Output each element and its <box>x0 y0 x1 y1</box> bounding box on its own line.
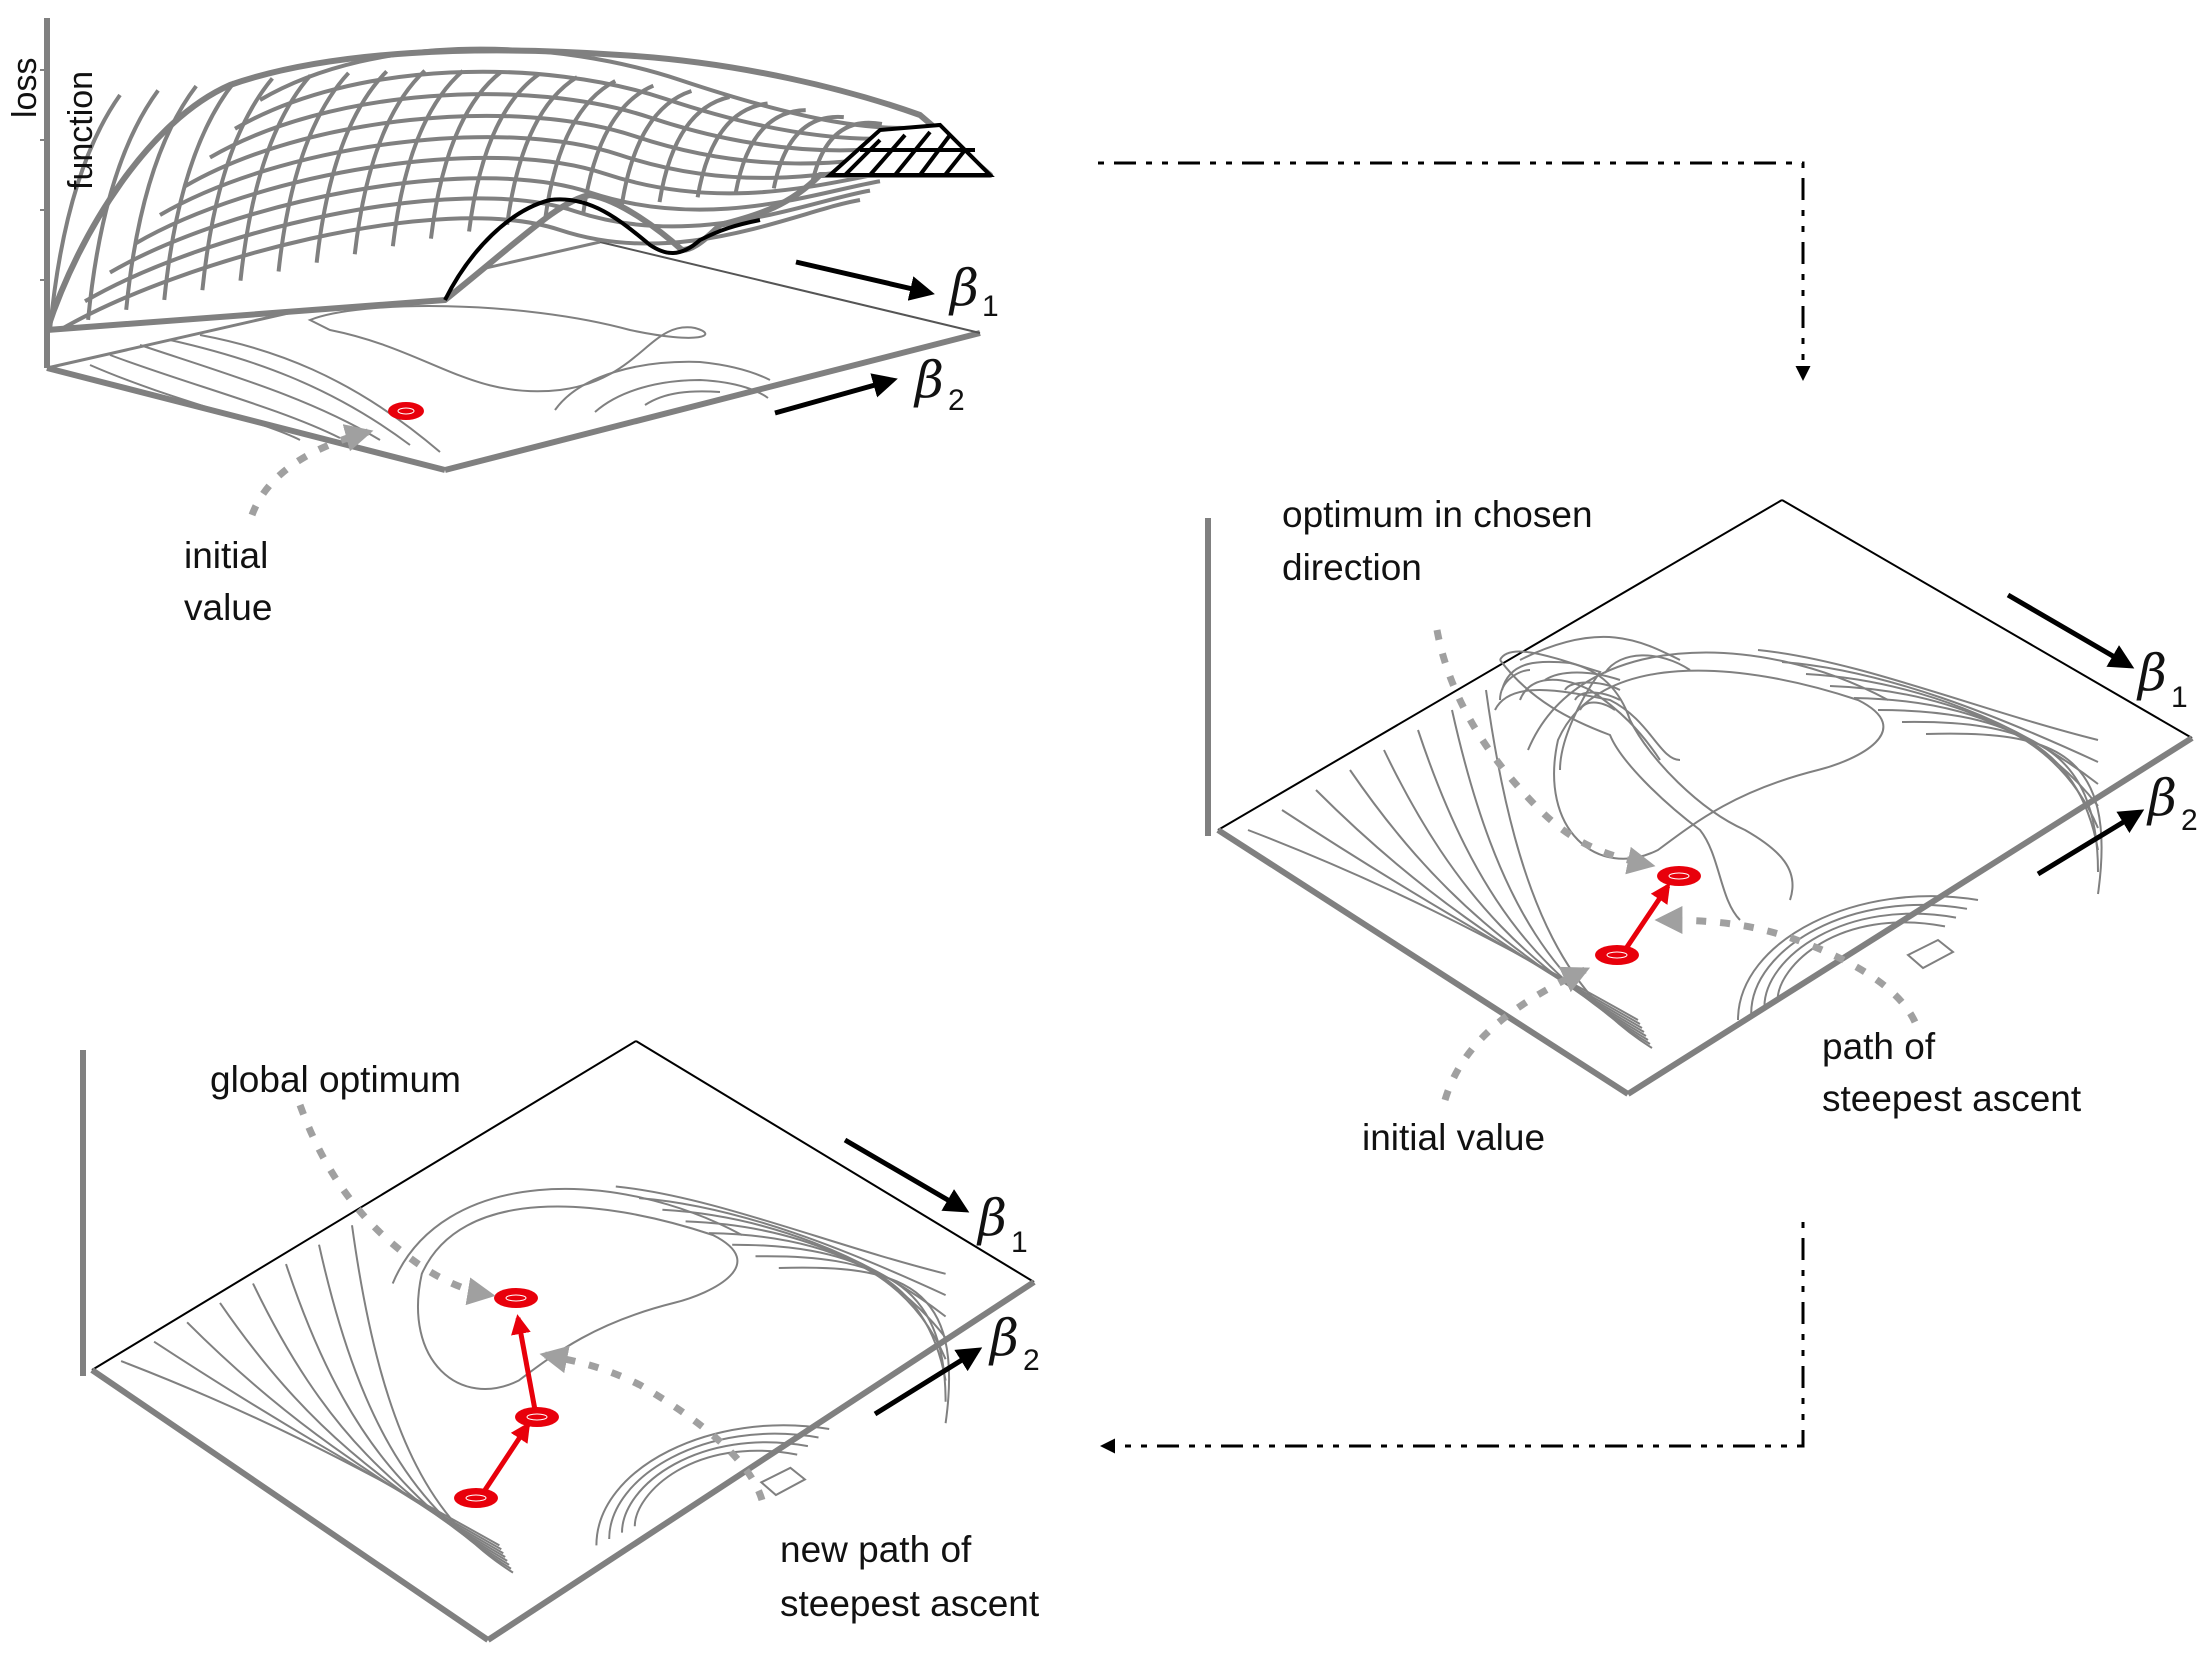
beta2-subscript: 2 <box>948 384 965 417</box>
p3-plane <box>92 1041 1034 1640</box>
p3-beta1-subscript: 1 <box>1011 1226 1028 1259</box>
p2-beta1-label: β <box>2136 644 2167 702</box>
p3-global-label: global optimum <box>210 1059 461 1100</box>
p3-global-optimum-point <box>494 1288 538 1308</box>
beta1-subscript: 1 <box>982 290 999 323</box>
p3-newpath-pointer <box>539 1345 766 1502</box>
p2-optimum-point <box>1657 866 1701 886</box>
p2-optimum-label-2: direction <box>1282 547 1422 588</box>
loss-axis-label: loss <box>6 58 44 118</box>
p2-initial-point <box>1595 945 1639 965</box>
p2-contours <box>1494 635 1794 921</box>
p3-initial-point <box>454 1488 498 1508</box>
p3-newpath-label: new path of <box>780 1529 972 1570</box>
flow-arrow-2 <box>1100 1222 1805 1454</box>
p2-optimum-label: optimum in chosen <box>1282 494 1593 535</box>
p2-initial-label: initial value <box>1362 1117 1545 1158</box>
plane-edge-back-right <box>599 241 981 334</box>
p2-beta2-label: β <box>2146 769 2177 827</box>
flow-arrow-1 <box>1098 161 1811 381</box>
p3-beta2-subscript: 2 <box>1023 1344 1040 1377</box>
initial-point <box>388 402 424 420</box>
loss-surface <box>44 46 995 333</box>
p2-edge-right <box>1626 735 2194 1097</box>
underside-hatch <box>843 130 975 177</box>
loss-axis-ticks <box>40 69 47 281</box>
p2-beta1-subscript: 1 <box>2171 681 2188 714</box>
base-contours <box>89 305 771 453</box>
p3-global-pointer <box>296 1103 496 1306</box>
p2-plane <box>1218 500 2192 1094</box>
p2-path-label-2: steepest ascent <box>1822 1078 2082 1119</box>
p2-contour-lines <box>1247 649 2103 1049</box>
beta2-arrow <box>774 373 898 416</box>
p3-beta1-arrow <box>843 1137 970 1213</box>
beta2-label: β <box>913 351 944 409</box>
p2-path-label: path of <box>1822 1026 1936 1067</box>
p3-beta2-arrow <box>873 1347 983 1417</box>
p2-edge-left <box>1216 827 1630 1097</box>
p3-intermediate-point <box>515 1407 559 1427</box>
panel-contour-step1: β 1 β 2 optimum in chosen direction path… <box>1205 494 2198 1158</box>
p2-beta1-arrow <box>2006 592 2135 669</box>
p3-beta2-label: β <box>988 1309 1019 1367</box>
p3-contour-lines <box>120 1185 951 1574</box>
panel-contour-step2: β 1 β 2 global optimum new path of steep… <box>80 1040 1040 1643</box>
p3-edge-left <box>90 1367 490 1643</box>
p2-step-arrow <box>1622 882 1671 952</box>
beta1-label: β <box>948 259 979 317</box>
p2-optimum-pointer <box>1433 629 1656 875</box>
initial-dashed-arrow <box>248 424 374 517</box>
p3-beta1-label: β <box>976 1189 1007 1247</box>
beta1-arrow <box>795 259 935 301</box>
plane-edge-front-right <box>444 330 981 473</box>
initial-label: initial <box>184 535 268 576</box>
loss-axis-label-2: function <box>62 71 100 190</box>
p3-step-arrow-1 <box>482 1421 531 1492</box>
surface-mesh <box>48 46 941 332</box>
p3-edge-right <box>486 1279 1036 1643</box>
initial-label-2: value <box>184 587 272 628</box>
p3-newpath-label-2: steepest ascent <box>780 1583 1040 1624</box>
p3-step-arrow-2 <box>511 1314 538 1411</box>
p2-beta2-arrow <box>2036 809 2145 877</box>
panel-surface: β 1 β 2 loss function initial value <box>6 18 999 628</box>
p2-beta2-subscript: 2 <box>2181 804 2198 837</box>
